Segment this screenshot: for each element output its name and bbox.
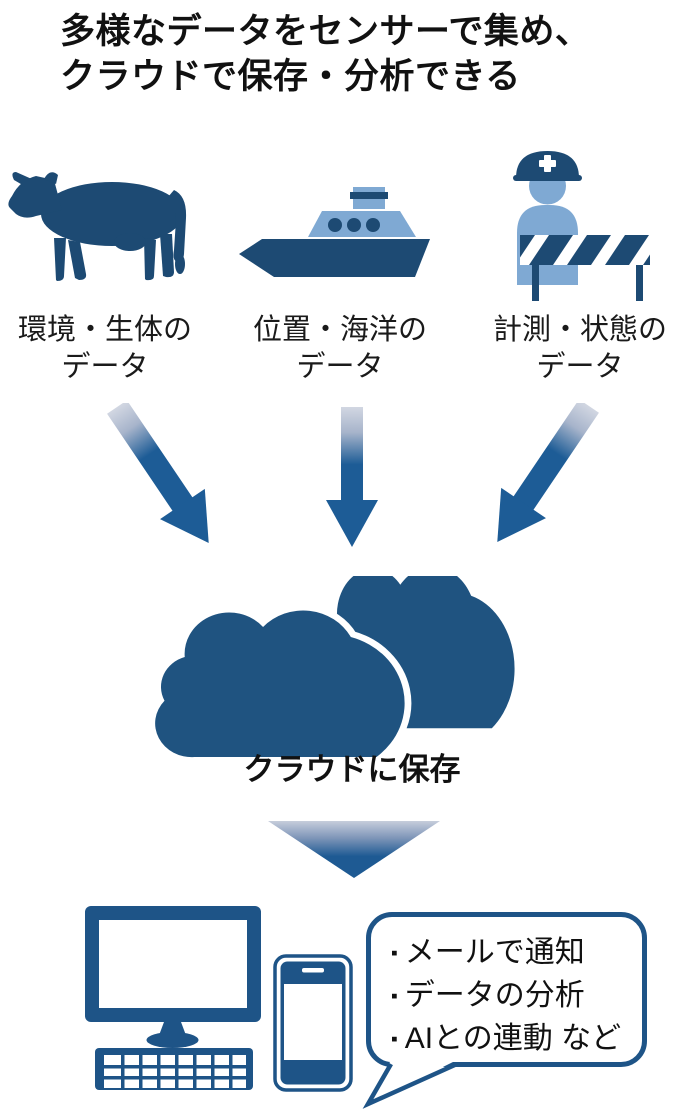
title-line-1: 多様なデータをセンサーで集め、 bbox=[60, 12, 591, 51]
bubble-line-3: ▪ AIとの連動 など bbox=[391, 1018, 632, 1061]
devices bbox=[80, 898, 370, 1098]
big-down-arrow-icon bbox=[252, 818, 452, 882]
bullet-icon: ▪ bbox=[391, 943, 398, 964]
bullet-icon: ▪ bbox=[391, 1029, 398, 1050]
flow-arrows bbox=[0, 403, 680, 555]
data-source-label-1: 環境・生体のデータ bbox=[0, 312, 225, 386]
label-3-line-2: データ bbox=[536, 351, 624, 384]
down-arrow-center bbox=[326, 407, 378, 547]
page-title: 多様なデータをセンサーで集め、クラウドで保存・分析できる bbox=[60, 10, 660, 100]
label-3-line-1: 計測・状態の bbox=[492, 314, 667, 346]
label-1-line-1: 環境・生体の bbox=[17, 314, 192, 346]
down-arrow-left bbox=[107, 403, 209, 543]
speech-bubble-tail bbox=[358, 1028, 478, 1110]
ship-icon bbox=[235, 183, 435, 283]
data-source-label-3: 計測・状態のデータ bbox=[460, 312, 680, 386]
title-line-2: クラウドで保存・分析できる bbox=[60, 56, 521, 96]
label-1-line-2: データ bbox=[61, 351, 149, 384]
down-arrow-right bbox=[497, 403, 599, 542]
smartphone-icon bbox=[273, 954, 353, 1092]
data-source-label-2: 位置・海洋のデータ bbox=[220, 312, 460, 386]
keyboard-icon bbox=[95, 1048, 253, 1090]
bubble-line-3-text: AIとの連動 など bbox=[404, 1022, 622, 1055]
bubble-line-1-text: メールで通知 bbox=[404, 936, 585, 969]
cloud-caption: クラウドに保存 bbox=[243, 752, 461, 787]
cow-icon bbox=[6, 170, 196, 288]
bubble-line-2-text: データの分析 bbox=[404, 979, 585, 1012]
label-2-line-2: データ bbox=[296, 351, 384, 384]
speech-bubble: ▪ メールで通知 ▪ データの分析 ▪ AIとの連動 など bbox=[366, 912, 647, 1067]
label-2-line-1: 位置・海洋の bbox=[252, 314, 427, 346]
worker-icon bbox=[505, 146, 660, 304]
bubble-line-2: ▪ データの分析 bbox=[391, 975, 632, 1018]
speech-bubble-text: ▪ メールで通知 ▪ データの分析 ▪ AIとの連動 など bbox=[371, 917, 642, 1061]
monitor-icon bbox=[85, 906, 261, 1048]
bubble-line-1: ▪ メールで通知 bbox=[391, 932, 632, 975]
bullet-icon: ▪ bbox=[391, 986, 398, 1007]
cloud-icon bbox=[138, 576, 538, 766]
